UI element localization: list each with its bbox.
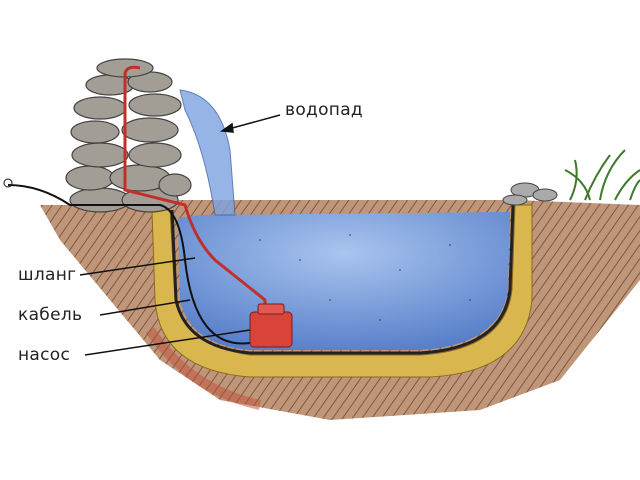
waterfall: [179, 89, 236, 216]
label-pump: насос: [18, 345, 71, 365]
cable: [7, 184, 251, 345]
label-cable: кабель: [18, 305, 83, 325]
label-waterfall: водопад: [285, 100, 363, 120]
pond-liner: [170, 204, 515, 355]
label-hose: шланг: [18, 265, 77, 285]
pump: [249, 303, 293, 348]
rock-pile: [65, 58, 192, 213]
water: [178, 212, 510, 350]
hose: [123, 65, 267, 310]
grass: [564, 149, 640, 201]
